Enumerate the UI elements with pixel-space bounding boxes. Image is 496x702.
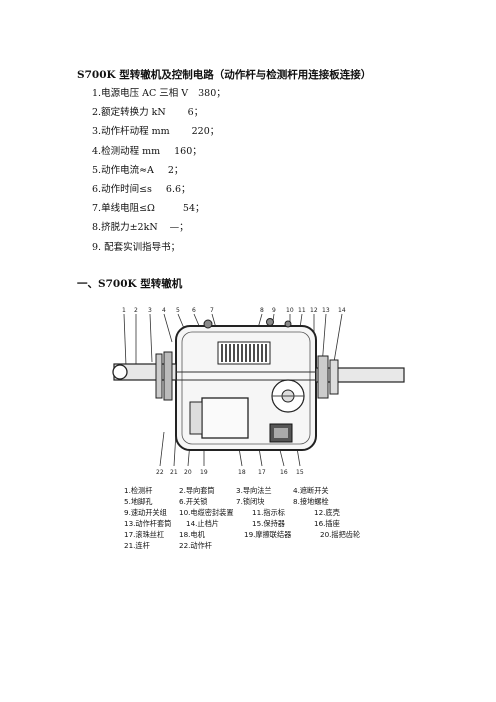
legend-item: 17.滚珠丝杠 <box>124 530 165 539</box>
legend-row: 1.检测杆 2.导向套筒 3.导向法兰 4.遮断开关 <box>124 485 424 496</box>
spec-value: 380； <box>198 88 226 99</box>
legend-item: 16.插座 <box>314 519 340 528</box>
legend-item: 20.摇把齿轮 <box>320 530 361 539</box>
legend-row: 17.滚珠丝杠 18.电机 19.摩擦联结器 20.摇把齿轮 <box>124 529 424 540</box>
part-number-bottom: 19 <box>200 469 208 476</box>
legend-row: 9.速动开关组 10.电缆密封装置 11.指示标 12.底壳 <box>124 507 424 518</box>
part-number-top: 14 <box>338 307 346 314</box>
legend-item: 18.电机 <box>179 530 205 539</box>
spec-item: 9. 配套实训指导书； <box>92 238 226 257</box>
spec-label: 9. 配套实训指导书； <box>92 241 181 253</box>
legend-item: 5.地脚孔 <box>124 497 153 506</box>
legend-item: 15.保持器 <box>252 519 285 528</box>
spec-value: —； <box>169 222 189 234</box>
part-number-bottom: 15 <box>296 469 304 476</box>
spec-item: 5.动作电流≈A 2； <box>92 161 226 180</box>
spec-item: 7.单线电阻≤Ω 54； <box>92 199 226 218</box>
legend-item: 2.导向套筒 <box>179 486 215 495</box>
legend-item: 19.摩擦联结器 <box>244 530 292 539</box>
parts-legend: 1.检测杆 2.导向套筒 3.导向法兰 4.遮断开关 5.地脚孔 6.开关锁 7… <box>124 485 424 551</box>
spec-item: 3.动作杆动程 mm 220； <box>92 122 226 141</box>
legend-row: 21.连杆 22.动作杆 <box>124 540 424 551</box>
legend-row: 5.地脚孔 6.开关锁 7.锁闭块 8.接地螺栓 <box>124 496 424 507</box>
spec-item: 4.检测动程 mm 160； <box>92 142 226 161</box>
legend-item: 12.底壳 <box>314 508 340 517</box>
spec-label: 6.动作时间≤s <box>92 183 152 195</box>
part-number-bottom: 21 <box>170 469 178 476</box>
spec-label: 3.动作杆动程 mm <box>92 126 170 138</box>
part-number-top: 1 <box>122 307 126 314</box>
spec-list: 1.电源电压 AC 三相 V 380； 2.额定转换力 kN 6； 3.动作杆动程 … <box>92 84 226 257</box>
part-number-top: 2 <box>134 307 138 314</box>
legend-item: 7.锁闭块 <box>236 497 265 506</box>
legend-item: 3.导向法兰 <box>236 486 272 495</box>
spec-value: 2； <box>167 164 184 176</box>
spec-item: 1.电源电压 AC 三相 V 380； <box>92 84 226 103</box>
part-number-bottom: 18 <box>238 469 246 476</box>
spec-label: 5.动作电流≈A <box>92 164 154 176</box>
legend-item: 1.检测杆 <box>124 486 153 495</box>
legend-item: 13.动作杆套筒 <box>124 519 172 528</box>
legend-item: 10.电缆密封装置 <box>179 508 234 517</box>
legend-item: 21.连杆 <box>124 541 150 550</box>
spec-value: 54； <box>182 203 205 215</box>
part-number-bottom: 17 <box>258 469 266 476</box>
spec-value: 6； <box>187 107 204 119</box>
document-title: S700K 型转辙机及控制电路（动作杆与检测杆用连接板连接） <box>77 69 372 81</box>
part-number-top: 8 <box>260 307 264 314</box>
part-number-top: 13 <box>322 307 330 314</box>
legend-item: 6.开关锁 <box>179 497 208 506</box>
part-number-bottom: 16 <box>280 469 288 476</box>
part-number-top: 6 <box>192 307 196 314</box>
spec-label: 8.挤脱力±2kN <box>92 222 158 234</box>
part-number-top: 9 <box>272 307 276 314</box>
section-heading: 一、S700K 型转辙机 <box>77 278 183 290</box>
spec-item: 6.动作时间≤s 6.6； <box>92 180 226 199</box>
legend-item: 9.速动开关组 <box>124 508 167 517</box>
part-number-top: 7 <box>210 307 214 314</box>
part-number-bottom: 20 <box>184 469 192 476</box>
part-number-top: 4 <box>162 307 166 314</box>
legend-item: 22.动作杆 <box>179 541 212 550</box>
spec-label: 1.电源电压 AC 三相 V <box>92 88 189 99</box>
legend-item: 11.指示标 <box>252 508 285 517</box>
spec-label: 2.额定转换力 kN <box>92 107 166 119</box>
spec-item: 8.挤脱力±2kN —； <box>92 218 226 237</box>
spec-label: 4.检测动程 mm <box>92 145 161 157</box>
part-number-top: 11 <box>298 307 306 314</box>
part-number-top: 10 <box>286 307 294 314</box>
switch-machine-diagram: 1 2 3 4 5 6 7 8 9 10 11 12 13 14 22 21 2… <box>112 307 405 476</box>
part-number-top: 3 <box>148 307 152 314</box>
spec-value: 6.6； <box>165 183 191 195</box>
legend-item: 14.止档片 <box>186 519 219 528</box>
legend-row: 13.动作杆套筒 14.止档片 15.保持器 16.插座 <box>124 518 424 529</box>
spec-item: 2.额定转换力 kN 6； <box>92 103 226 122</box>
spec-value: 220； <box>191 126 220 138</box>
part-number-bottom: 22 <box>156 469 164 476</box>
part-number-top: 5 <box>176 307 180 314</box>
legend-item: 4.遮断开关 <box>293 486 329 495</box>
legend-item: 8.接地螺栓 <box>293 497 329 506</box>
part-number-top: 12 <box>310 307 318 314</box>
spec-value: 160； <box>174 145 202 157</box>
spec-label: 7.单线电阻≤Ω <box>92 203 155 215</box>
